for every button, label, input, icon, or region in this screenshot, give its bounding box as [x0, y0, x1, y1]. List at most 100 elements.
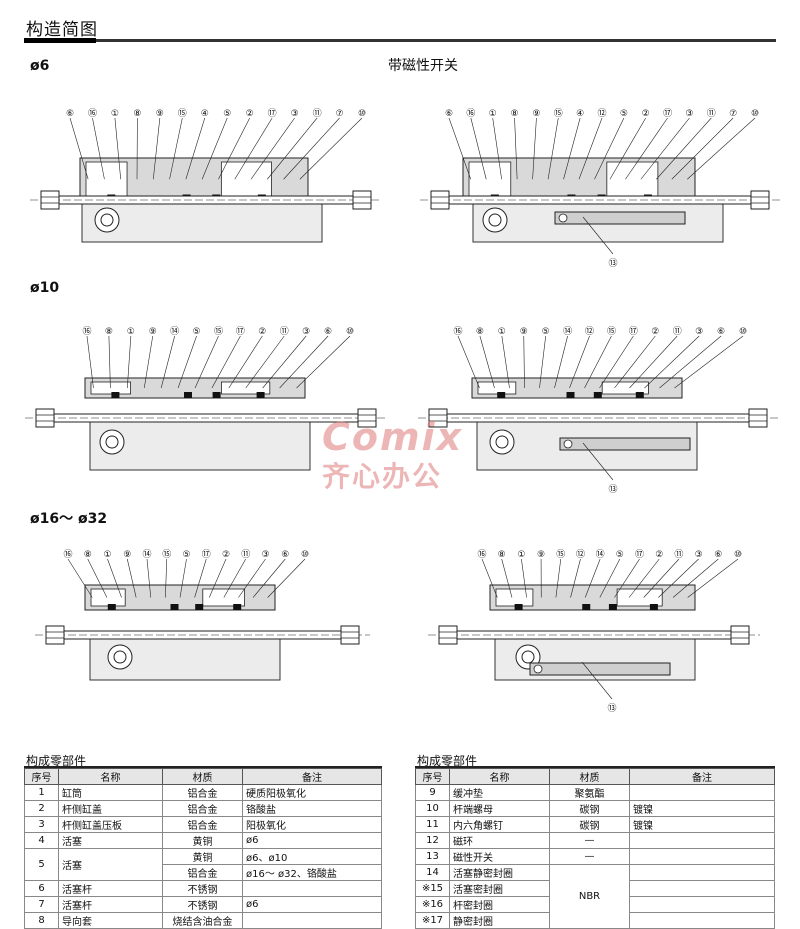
- callout-label: ⑩: [358, 109, 366, 119]
- seal-mark: [257, 392, 265, 398]
- cell-material: 不锈钢: [163, 897, 243, 913]
- rod-end-nut: [353, 191, 371, 209]
- callout-label: ③: [291, 109, 299, 119]
- cell-no: 12: [416, 833, 450, 849]
- cell-note: [243, 913, 382, 929]
- callout-label: ⑤: [193, 327, 201, 337]
- cell-no: ※15: [416, 881, 450, 897]
- callout-label: ⑫: [597, 108, 606, 119]
- cell-material: 铝合金: [163, 785, 243, 801]
- callout-label: ⑰: [663, 108, 672, 119]
- watermark-brand: Comix: [322, 415, 463, 459]
- callout-label: ⑥: [66, 109, 74, 119]
- col-header-material: 材质: [163, 769, 243, 785]
- mounting-hole: [108, 645, 132, 669]
- callout-label: ③: [261, 550, 269, 560]
- callout-label: ⑥: [714, 550, 722, 560]
- callout-label: ①: [103, 550, 111, 560]
- callout-label: ①: [489, 109, 497, 119]
- callout-label: ①: [127, 327, 135, 337]
- cell-material: 黄铜: [163, 849, 243, 865]
- cell-note: [630, 913, 775, 929]
- col-header-name: 名称: [450, 769, 550, 785]
- cell-name: 磁环: [450, 833, 550, 849]
- callout-label: ⑫: [585, 326, 594, 337]
- callout-label: ②: [655, 550, 663, 560]
- callout-label: ⑭: [596, 549, 605, 560]
- callout-label: ⑦: [729, 109, 737, 119]
- callout-label: ⑰: [202, 549, 211, 560]
- cell-material: 铝合金: [163, 865, 243, 881]
- leader-line: [68, 559, 92, 598]
- callout-label: ⑨: [149, 327, 157, 337]
- seal-mark: [213, 392, 221, 398]
- section-label-d10: ø10: [30, 280, 59, 296]
- callout-label: ⑧: [133, 109, 141, 119]
- col-header-no: 序号: [416, 769, 450, 785]
- rod-end-nut: [46, 626, 64, 644]
- callout-label: ⑬: [608, 484, 617, 495]
- cell-material: 碳钢: [550, 817, 630, 833]
- cell-note: [630, 833, 775, 849]
- mounting-hole: [95, 208, 119, 232]
- callout-label: ⑧: [511, 109, 519, 119]
- cell-name: 杆侧缸盖: [59, 801, 163, 817]
- callout-label: ⑩: [301, 550, 309, 560]
- cell-no: 9: [416, 785, 450, 801]
- cell-material: 黄铜: [163, 833, 243, 849]
- callout-label: ⑮: [554, 108, 563, 119]
- rod-end-nut: [751, 191, 769, 209]
- switch-screw-icon: [534, 665, 542, 673]
- col-header-material: 材质: [550, 769, 630, 785]
- callout-label: ⑯: [88, 108, 97, 119]
- seal-mark: [515, 604, 523, 610]
- callout-label: ⑮: [178, 108, 187, 119]
- callout-label: ⑬: [608, 258, 617, 269]
- callout-label: ⑤: [616, 550, 624, 560]
- callout-label: ③: [695, 550, 703, 560]
- callout-label: ⑪: [241, 549, 250, 560]
- callout-label: ②: [651, 327, 659, 337]
- callout-label: ⑩: [751, 109, 759, 119]
- col-header-no: 序号: [25, 769, 59, 785]
- cell-note: 阳极氧化: [243, 817, 382, 833]
- cell-note: 铬酸盐: [243, 801, 382, 817]
- seal-mark: [609, 604, 617, 610]
- rod-end-nut: [731, 626, 749, 644]
- cell-no: 5: [25, 849, 59, 881]
- callout-label: ⑤: [620, 109, 628, 119]
- cell-material: 铝合金: [163, 801, 243, 817]
- callout-label: ②: [642, 109, 650, 119]
- cell-name: 杆侧缸盖压板: [59, 817, 163, 833]
- leader-line: [70, 118, 88, 179]
- callout-label: ⑤: [542, 327, 550, 337]
- callout-label: ⑧: [105, 327, 113, 337]
- callout-label: ⑮: [607, 326, 616, 337]
- callout-label: ③: [302, 327, 310, 337]
- callout-label: ⑭: [563, 326, 572, 337]
- leader-line: [675, 336, 744, 388]
- callout-label: ①: [111, 109, 119, 119]
- rod-end-nut: [36, 409, 54, 427]
- cell-name: 缓冲垫: [450, 785, 550, 801]
- col-header-note: 备注: [630, 769, 775, 785]
- cell-no: 13: [416, 849, 450, 865]
- cell-material: 碳钢: [550, 801, 630, 817]
- seal-mark: [108, 604, 116, 610]
- leader-line: [458, 336, 480, 388]
- callout-label: ⑥: [281, 550, 289, 560]
- callout-label: ⑨: [123, 550, 131, 560]
- cell-material: —: [550, 833, 630, 849]
- cell-material: 烧结含油合金: [163, 913, 243, 929]
- section-label-d16-32: ø16～ ø32: [30, 508, 107, 528]
